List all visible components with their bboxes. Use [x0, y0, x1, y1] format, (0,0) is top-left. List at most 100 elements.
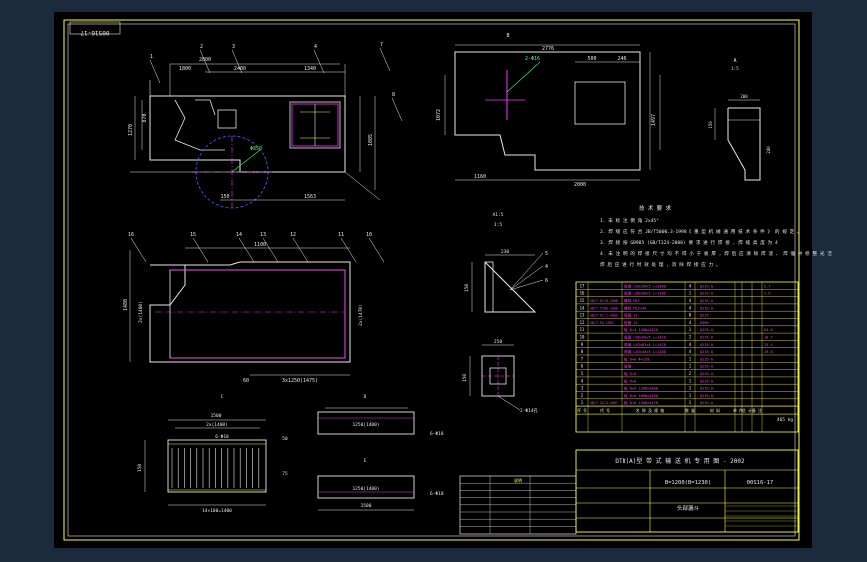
title-project: DTⅡ(A)型 带 式 输 送 机 专 用 图 - 2002: [615, 457, 745, 465]
parts-name-6: 板 δ=4 1400x1470: [624, 327, 658, 332]
lower-dim-right: 2x(1470): [358, 304, 364, 326]
view-b-window: [574, 81, 626, 125]
grate-dim-phi: 6-Φ18: [215, 434, 229, 440]
parts-mat-4: Q235: [700, 314, 709, 318]
dim-b-246: 246: [617, 56, 626, 62]
revision-table: [459, 475, 577, 535]
lower-inner-rect: [169, 269, 346, 359]
side-d-dim-text: 1250(1400): [352, 422, 379, 428]
detail-leader-6: 6: [545, 278, 548, 284]
tech-notes-title: 技 术 要 求: [639, 204, 671, 212]
parts-header-row: [575, 405, 799, 415]
dim-left-1270: 1270: [128, 124, 134, 136]
lower-dim-60: 60: [243, 378, 249, 384]
lower-leader-16: 16: [128, 232, 134, 238]
detail-leader-line-4: [509, 265, 544, 291]
parts-mat-10: Q235-A: [700, 357, 714, 361]
lower-leader-line-16: [130, 237, 147, 263]
dim-text-2800: 2800: [199, 57, 211, 63]
leader-number-8: 8: [392, 92, 395, 98]
detail-dim-230: 230: [501, 249, 509, 255]
side-e-rect: [317, 475, 415, 499]
parts-no-14: 3: [581, 386, 584, 391]
parts-no-5: 12: [580, 320, 585, 325]
leader-9: [344, 171, 381, 201]
parts-name-0: 角钢 L50x50x5 L=1400: [624, 283, 666, 288]
parts-header-6: 总 计: [742, 408, 752, 413]
leader-number-7: 7: [380, 42, 383, 48]
parts-name-11: 角钢: [624, 364, 632, 369]
parts-qty-2: 4: [689, 298, 692, 303]
parts-qty-14: 1: [689, 386, 692, 391]
side-e-label: E: [364, 458, 367, 464]
grate-label: C: [221, 394, 224, 400]
parts-header-1: 代 号: [600, 408, 610, 413]
grate-outer: [167, 439, 267, 493]
parts-mat-14: Q235-A: [700, 387, 714, 391]
leader-line-1: [149, 59, 161, 84]
lower-dim-1100: 1100: [254, 242, 266, 248]
tech-note-line-3: 4. 未 注 明 的 焊 接 尺 寸 均 不 得 小 于 板 厚 , 焊 后 应…: [600, 250, 832, 257]
parts-code-16: GB/T 3274-2007: [590, 401, 618, 405]
bolt-square: [489, 367, 507, 385]
view-b-label: B: [506, 33, 509, 39]
parts-mat-9: Q235-A: [700, 350, 714, 354]
parts-no-9: 8: [581, 349, 584, 354]
parts-name-4: 垫圈 12: [624, 313, 638, 318]
parts-name-15: 板 δ=6 1800x1400: [624, 393, 658, 398]
view-a-label: A: [733, 58, 736, 64]
grate-frame: [289, 101, 341, 149]
leader-line-7: [379, 47, 391, 72]
parts-name-14: 板 δ=6 1200x2800: [624, 386, 658, 391]
parts-remark-0: 5.7: [764, 284, 771, 288]
parts-header-4: 材 料: [710, 408, 720, 413]
bracket-dim-240: 240: [766, 146, 771, 154]
lower-leader-13: 13: [260, 232, 266, 238]
lower-dim-1480: 1480: [123, 299, 129, 311]
drawing-number-text: 00S16-17: [80, 29, 109, 36]
parts-qty-4: 8: [689, 313, 692, 318]
hole-leader: [231, 149, 261, 173]
parts-name-5: 垫圈 12: [624, 320, 638, 325]
dim-b-2000: 2000: [574, 182, 586, 188]
parts-mat-5: 65Mn: [700, 321, 709, 325]
parts-qty-0: 4: [689, 283, 692, 288]
dim-bottom-1563: 1563: [304, 194, 316, 200]
bracket-dim-150: 150: [708, 121, 713, 129]
parts-qty-7: 2: [689, 335, 692, 340]
parts-name-12: 板 δ=6: [624, 371, 636, 376]
parts-remark-9: 19.8: [764, 350, 773, 354]
outer-frame-border: [63, 19, 800, 541]
parts-qty-15: 1: [689, 393, 692, 398]
side-e-1500: 1500: [361, 503, 372, 509]
parts-name-2: 螺母 M12: [624, 298, 640, 303]
parts-mat-8: Q235-A: [700, 343, 714, 347]
bolt-dim-150: 150: [462, 374, 468, 382]
lower-dim-bottom-text: 3x1250(1475): [282, 378, 318, 384]
lower-leader-14: 14: [236, 232, 242, 238]
parts-remark-8: 33.4: [764, 343, 773, 347]
leader-number-4: 4: [314, 44, 317, 50]
parts-qty-12: 2: [689, 371, 692, 376]
parts-no-15: 2: [581, 393, 584, 398]
detail-label: A1:5: [493, 212, 504, 218]
parts-name-3: 螺栓 M12x40: [624, 305, 646, 310]
grate-dim-150: 150: [137, 464, 143, 472]
dim-bottom-150: 150: [220, 194, 229, 200]
parts-header-7: 备 注: [752, 408, 762, 413]
grate-dim-bottom-text: 14×100=1400: [202, 508, 232, 514]
parts-qty-6: 1: [689, 327, 692, 332]
dim-b-1160: 1160: [474, 174, 486, 180]
leader-line-8: [391, 97, 403, 122]
lower-leader-line-12: [292, 237, 309, 263]
hopper-inner-curve: [174, 99, 225, 151]
drawing-number-box: [69, 21, 121, 35]
leader-number-2: 2: [200, 44, 203, 50]
detail-dim-150: 150: [464, 284, 470, 292]
parts-mat-7: Q235-A: [700, 336, 714, 340]
leader-line-3: [231, 49, 243, 74]
parts-name-16: 板 δ=6 1500x1470: [624, 400, 658, 405]
title-name: 头部漏斗: [677, 504, 700, 512]
